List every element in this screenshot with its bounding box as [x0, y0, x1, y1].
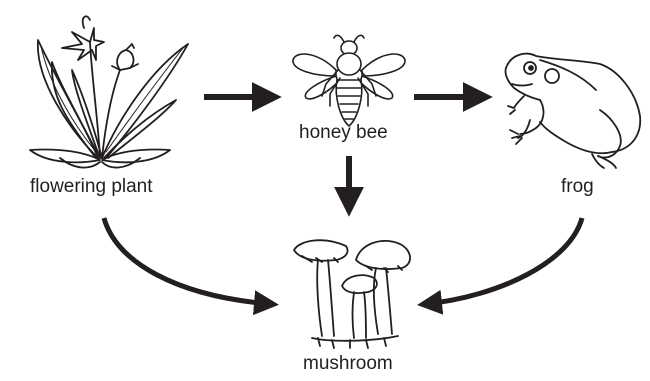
- label-honey-bee: honey bee: [299, 123, 388, 142]
- mushroom-icon: [294, 240, 410, 348]
- flowering-plant-icon: [30, 16, 188, 167]
- arrow-plant-to-mushroom: [104, 218, 270, 304]
- label-flowering-plant: flowering plant: [30, 177, 153, 196]
- label-mushroom: mushroom: [303, 354, 393, 373]
- honey-bee-icon: [293, 35, 405, 126]
- arrow-frog-to-mushroom: [426, 218, 582, 304]
- frog-icon: [505, 54, 640, 168]
- label-frog: frog: [561, 177, 594, 196]
